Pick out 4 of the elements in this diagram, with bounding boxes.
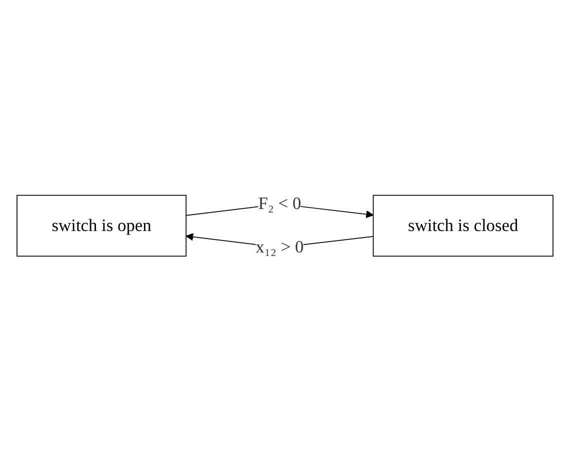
- node-box: switch is open: [16, 195, 187, 257]
- node-box: switch is closed: [372, 195, 554, 257]
- edge-label: F₂ < 0: [258, 194, 302, 214]
- edge-label: x₁₂ > 0: [256, 238, 304, 258]
